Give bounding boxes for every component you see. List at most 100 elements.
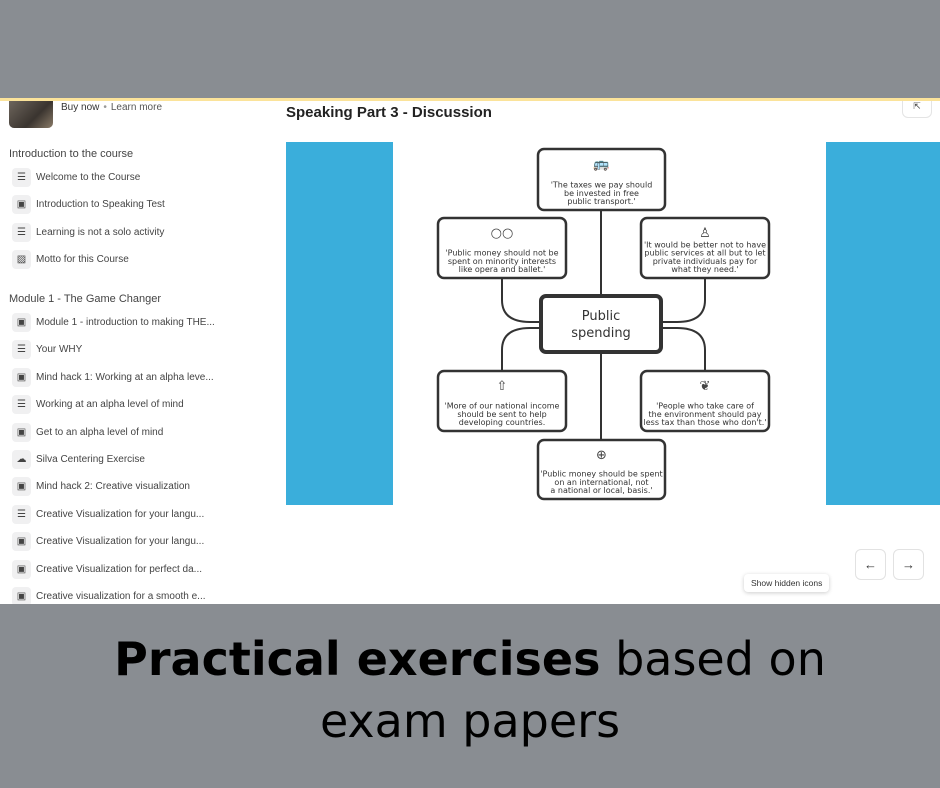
lesson-item[interactable]: ☰ Your WHY (12, 340, 83, 360)
node-text: public services at all but to let (644, 249, 765, 258)
course-player-screenshot: Buy now•Learn more Speaking Part 3 - Dis… (0, 98, 940, 604)
lesson-item[interactable]: ☰ Working at an alpha level of mind (12, 395, 184, 415)
lesson-label: Mind hack 1: Working at an alpha leve... (36, 371, 214, 383)
node-text: 'Public money should be spent (540, 470, 662, 479)
lesson-item[interactable]: ▣ Creative Visualization for perfect da..… (12, 559, 203, 579)
node-text: on an international, not (554, 478, 648, 487)
slide-left-panel (286, 142, 393, 505)
separator: • (103, 102, 107, 113)
video-icon: ▣ (12, 559, 31, 579)
lesson-item[interactable]: ▣ Module 1 - introduction to making THE..… (12, 313, 215, 332)
tooltip: Show hidden icons (744, 574, 830, 592)
video-icon: ▣ (12, 477, 31, 497)
purchase-links: Buy now•Learn more (61, 102, 162, 113)
node-text: developing countries. (459, 418, 545, 427)
section-heading[interactable]: Introduction to the course (9, 148, 134, 160)
previous-button[interactable]: ← (855, 549, 886, 580)
lesson-item[interactable]: ▣ Get to an alpha level of mind (12, 422, 164, 442)
course-thumbnail (9, 101, 53, 128)
audio-icon: ☁ (12, 450, 31, 469)
growth-chart-icon: ⇧ (497, 379, 508, 394)
next-button[interactable]: → (893, 549, 924, 580)
caption-line-2: exam papers (319, 694, 621, 748)
lesson-item[interactable]: ▣ Creative Visualization for your langu..… (12, 532, 205, 552)
node-text: 'It would be better not to have (644, 240, 766, 249)
arrow-right-icon: → (902, 557, 915, 572)
collapse-button[interactable]: ⇱ (902, 101, 932, 118)
node-text: what they need.' (671, 265, 738, 274)
node-right-top (639, 216, 771, 280)
caption-line-1: Practical exercises based on (0, 628, 940, 690)
text-icon: ☰ (12, 340, 31, 360)
node-text: spent on minority interests (448, 257, 556, 266)
section-heading[interactable]: Module 1 - The Game Changer (9, 293, 162, 305)
video-icon: ▣ (12, 367, 31, 387)
node-text: less tax than those who don't.' (644, 418, 767, 427)
node-text: the environment should pay (649, 410, 762, 419)
text-icon: ☰ (12, 395, 31, 415)
lesson-label: Learning is not a solo activity (36, 226, 165, 238)
lesson-label: Creative Visualization for your langu... (36, 536, 205, 548)
image-icon: ▨ (12, 250, 31, 270)
page-title: Speaking Part 3 - Discussion (286, 104, 492, 121)
video-icon: ▣ (12, 587, 31, 604)
lesson-label: Creative Visualization for perfect da... (36, 563, 203, 575)
lesson-item[interactable]: ▣Mind hack 2: Creative visualization (12, 477, 190, 497)
lesson-label: Welcome to the Course (36, 172, 141, 183)
lesson-label: Creative Visualization for your langu... (36, 508, 205, 520)
bus-icon: 🚌 (593, 157, 609, 172)
lesson-item[interactable]: ▣ Creative visualization for a smooth e..… (12, 587, 206, 604)
lesson-label: Get to an alpha level of mind (36, 426, 164, 438)
center-line-2: spending (571, 326, 631, 341)
plant-icon: ❦ (700, 379, 711, 394)
node-top (536, 147, 667, 212)
node-text: a national or local, basis.' (550, 486, 652, 495)
lesson-item[interactable]: ☰ Learning is not a solo activity (12, 222, 165, 242)
node-left-bottom (436, 369, 568, 433)
video-icon: ▣ (12, 422, 31, 442)
lesson-item[interactable]: ☁ Silva Centering Exercise (12, 450, 145, 469)
node-right-bottom (639, 369, 771, 433)
node-text: be invested in free (564, 189, 639, 198)
person-icon: ♙ (699, 226, 711, 241)
lesson-item[interactable]: ☰ Welcome to the Course (12, 168, 140, 187)
caption-bold: Practical exercises (114, 632, 601, 686)
collapse-icon: ⇱ (913, 101, 921, 111)
lesson-label: Creative visualization for a smooth e... (36, 591, 206, 602)
lesson-label: Motto for this Course (36, 254, 129, 266)
lesson-item[interactable]: ☰ Creative Visualization for your langu..… (12, 504, 205, 524)
node-text: private individuals pay for (653, 257, 758, 266)
node-text: should be sent to help (457, 410, 546, 419)
node-text: 'The taxes we pay should (551, 181, 653, 190)
lesson-label: Silva Centering Exercise (36, 454, 145, 465)
lesson-label: Working at an alpha level of mind (36, 399, 184, 411)
node-left-top (436, 216, 568, 280)
glasses-icon: ○○ (491, 226, 514, 241)
arrow-left-icon: ← (864, 557, 877, 572)
lesson-label: Your WHY (36, 344, 83, 356)
video-icon: ▣ (12, 313, 31, 332)
text-icon: ☰ (12, 504, 31, 524)
node-text: public transport.' (567, 197, 635, 206)
lesson-label: Module 1 - introduction to making THE... (36, 317, 215, 328)
lesson-item[interactable]: ▨ Motto for this Course (12, 250, 129, 270)
text-icon: ☰ (12, 222, 31, 242)
text-icon: ☰ (12, 168, 31, 187)
buy-now-link[interactable]: Buy now (61, 102, 100, 113)
lesson-item[interactable]: ▣ Mind hack 1: Working at an alpha leve..… (12, 367, 214, 387)
video-icon: ▣ (12, 195, 31, 215)
node-text: like opera and ballet.' (459, 265, 546, 274)
caption-rest: based on (600, 632, 826, 686)
video-icon: ▣ (12, 532, 31, 552)
center-line-1: Public (582, 309, 620, 324)
node-text: 'People who take care of (656, 402, 754, 411)
slide-right-panel (826, 142, 940, 505)
center-node (539, 294, 663, 354)
node-text: 'Public money should not be (445, 249, 558, 258)
globe-icon: ⊕ (596, 448, 607, 463)
learn-more-link[interactable]: Learn more (110, 102, 163, 113)
lesson-label: Introduction to Speaking Test (36, 199, 165, 211)
node-bottom (536, 438, 667, 501)
lesson-item[interactable]: ▣ Introduction to Speaking Test (12, 195, 165, 215)
